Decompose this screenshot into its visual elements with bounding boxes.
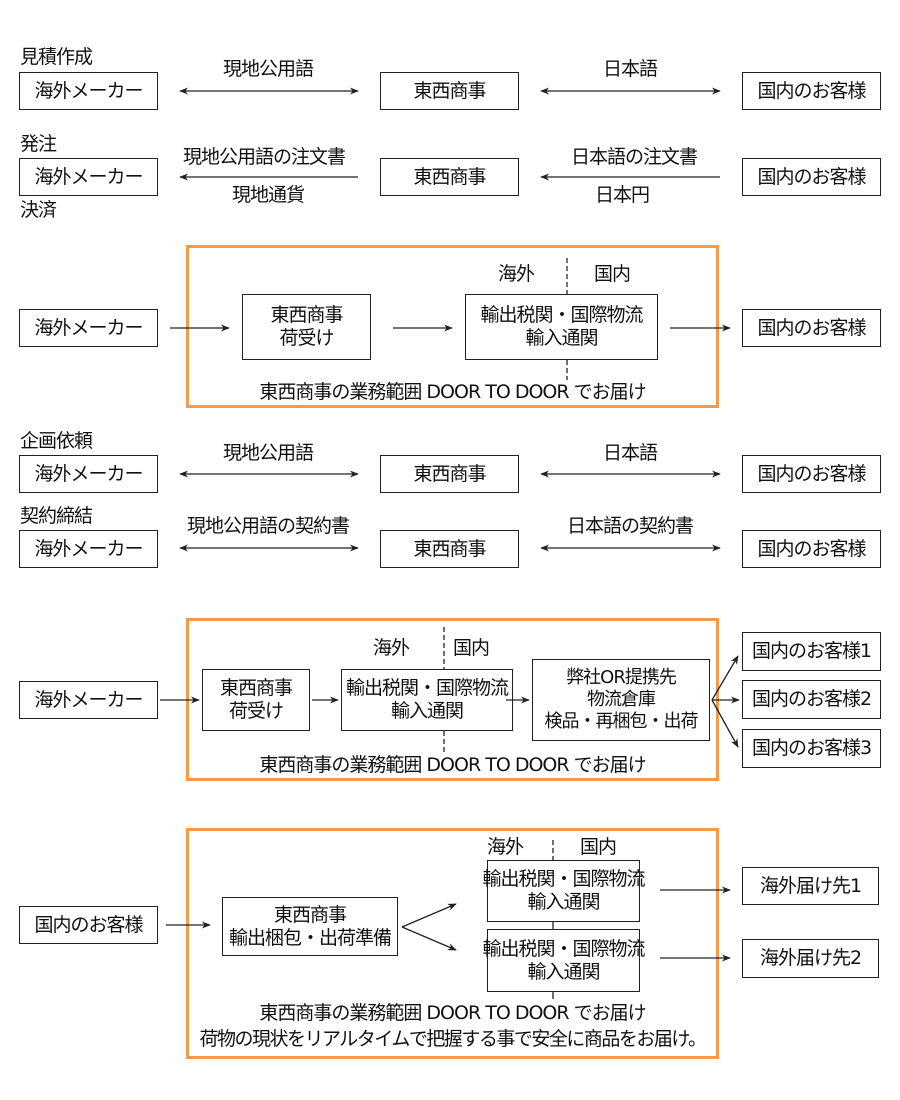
- planning-title: 企画依頼: [20, 430, 93, 452]
- domestic-customer-2-box: 国内のお客様2: [742, 680, 881, 719]
- domestic-label: 国内: [580, 836, 617, 858]
- warehouse-line2: 物流倉庫: [587, 689, 656, 710]
- export-prep-line1: 東西商事: [273, 903, 347, 926]
- company-box: 東西商事: [380, 530, 519, 568]
- domestic-customer-box: 国内のお客様: [742, 309, 881, 347]
- scope-caption: 東西商事の業務範囲 DOOR TO DOOR でお届け: [259, 381, 646, 403]
- arrow-label-japanese-order: 日本語の注文書: [570, 146, 698, 168]
- scope-frame: 東西商事の業務範囲 DOOR TO DOOR でお届け: [186, 245, 719, 408]
- domestic-customer-box: 国内のお客様: [742, 158, 881, 196]
- domestic-customer-3-box: 国内のお客様3: [742, 729, 881, 768]
- overseas-maker-box: 海外メーカー: [19, 72, 158, 110]
- scope-caption: 東西商事の業務範囲 DOOR TO DOOR でお届け: [259, 1002, 646, 1024]
- scope-note: 荷物の現状をリアルタイムで把握する事で安全に商品をお届け。: [199, 1028, 707, 1050]
- receiving-line1: 東西商事: [270, 304, 343, 326]
- overseas-label: 海外: [373, 637, 410, 659]
- customs-box: 輸出税関・国際物流 輸入通関: [465, 294, 658, 360]
- arrow-label-local-currency: 現地通貨: [231, 184, 305, 206]
- arrow-label-japanese-contract: 日本語の契約書: [566, 515, 694, 537]
- receiving-line2: 荷受け: [279, 327, 334, 349]
- overseas-destination-1-box: 海外届け先1: [742, 867, 879, 905]
- export-prep-box: 東西商事 輸出梱包・出荷準備: [222, 897, 398, 956]
- overseas-maker-box: 海外メーカー: [19, 309, 158, 347]
- customs-line2: 輸入通関: [527, 960, 600, 983]
- domestic-customer-box: 国内のお客様: [742, 455, 881, 493]
- arrow-label-yen: 日本円: [594, 184, 650, 206]
- customs-line2: 輸入通関: [527, 891, 600, 913]
- overseas-maker-box: 海外メーカー: [19, 455, 158, 493]
- warehouse-box: 弊社OR提携先 物流倉庫 検品・再梱包・出荷: [532, 659, 710, 741]
- receiving-line2: 荷受け: [228, 700, 284, 722]
- customs-line1: 輸出税関・国際物流: [482, 937, 646, 960]
- warehouse-line1: 弊社OR提携先: [566, 667, 677, 688]
- arrow-label-japanese: 日本語: [602, 58, 658, 80]
- overseas-maker-box: 海外メーカー: [19, 530, 158, 568]
- overseas-destination-2-box: 海外届け先2: [742, 939, 879, 978]
- customs-line1: 輸出税関・国際物流: [480, 304, 643, 326]
- settlement-title: 決済: [20, 199, 57, 221]
- domestic-customer-box: 国内のお客様: [742, 530, 881, 568]
- domestic-label: 国内: [453, 637, 490, 659]
- warehouse-line3: 検品・再梱包・出荷: [544, 711, 699, 732]
- order-title: 発注: [20, 133, 57, 155]
- domestic-customer-box: 国内のお客様: [19, 906, 158, 944]
- company-box: 東西商事: [380, 455, 519, 493]
- estimate-title: 見積作成: [20, 46, 93, 68]
- overseas-label: 海外: [487, 836, 524, 858]
- customs-line2: 輸入通関: [390, 700, 464, 722]
- customs-box-1: 輸出税関・国際物流 輸入通関: [483, 860, 646, 922]
- arrow-label-local-contract: 現地公用語の契約書: [186, 515, 350, 537]
- arrow-label-local-language: 現地公用語: [222, 442, 314, 464]
- arrow-label-japanese: 日本語: [602, 442, 658, 464]
- company-box: 東西商事: [380, 158, 519, 196]
- arrow-label-local-language: 現地公用語: [222, 58, 314, 80]
- receiving-box: 東西商事 荷受け: [242, 294, 371, 360]
- arrow-label-local-order: 現地公用語の注文書: [182, 146, 346, 168]
- receiving-box: 東西商事 荷受け: [202, 669, 310, 731]
- customs-line1: 輸出税関・国際物流: [482, 868, 646, 890]
- domestic-customer-box: 国内のお客様: [742, 72, 881, 110]
- customs-box: 輸出税関・国際物流 輸入通関: [341, 669, 513, 731]
- customs-line1: 輸出税関・国際物流: [345, 677, 509, 699]
- overseas-maker-box: 海外メーカー: [19, 158, 158, 196]
- company-box: 東西商事: [380, 72, 519, 110]
- scope-caption: 東西商事の業務範囲 DOOR TO DOOR でお届け: [259, 754, 646, 776]
- overseas-label: 海外: [498, 263, 535, 285]
- export-prep-line2: 輸出梱包・出荷準備: [228, 926, 392, 949]
- overseas-maker-box: 海外メーカー: [19, 681, 158, 719]
- customs-box-2: 輸出税関・国際物流 輸入通関: [483, 929, 646, 992]
- customs-line2: 輸入通関: [525, 327, 598, 349]
- domestic-label: 国内: [594, 263, 631, 285]
- contract-title: 契約締結: [20, 505, 93, 527]
- scope-frame: 東西商事の業務範囲 DOOR TO DOOR でお届け 荷物の現状をリアルタイム…: [186, 828, 719, 1059]
- domestic-customer-1-box: 国内のお客様1: [742, 632, 881, 671]
- receiving-line1: 東西商事: [219, 677, 293, 699]
